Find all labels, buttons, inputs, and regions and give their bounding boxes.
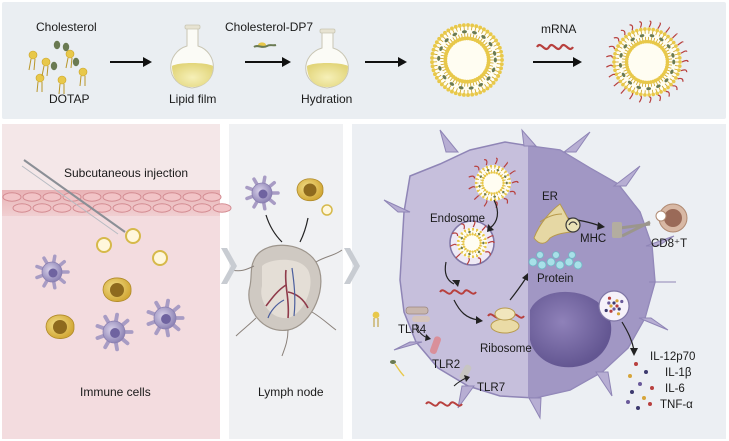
- ribosome-label: Ribosome: [480, 343, 532, 355]
- liposome-icon: [430, 23, 504, 97]
- process-arrow-icon: [245, 57, 291, 67]
- cytokine-label: TNF-α: [660, 399, 693, 411]
- cd8-t-cell-icon: [655, 203, 688, 233]
- panel-chevron-icon: [221, 248, 360, 284]
- lipid-molecules-icon: [28, 40, 88, 95]
- lipid-film-label: Lipid film: [169, 92, 217, 106]
- process-arrow-icon: [110, 57, 152, 67]
- mhc-label: MHC: [580, 233, 607, 245]
- uptake-arrow-icon: [265, 214, 309, 243]
- tlr-ligand-icon: [372, 311, 405, 377]
- liposome-icon: [449, 220, 495, 265]
- nanoparticle-icon: [96, 228, 168, 266]
- immune-cells-icon: [245, 175, 333, 216]
- subcutaneous-injection-label: Subcutaneous injection: [64, 166, 189, 180]
- process-arrow-icon: [533, 57, 582, 67]
- tlr7-label: TLR7: [477, 382, 506, 394]
- protein-label: Protein: [537, 273, 574, 285]
- cd8-t-label: CD8⁺T: [651, 238, 688, 250]
- process-arrow-icon: [365, 57, 407, 67]
- tlr4-label: TLR4: [398, 324, 427, 336]
- endosome-label: Endosome: [430, 213, 485, 225]
- cytokine-label: IL-6: [665, 383, 685, 395]
- cholesterol-label: Cholesterol: [36, 20, 97, 34]
- protein-icon: [528, 251, 583, 270]
- dp7-molecule-icon: [253, 42, 277, 48]
- mrna-strand-icon: [536, 43, 574, 51]
- immune-cells-label: Immune cells: [80, 385, 151, 399]
- cytokine-label: IL-12p70: [650, 351, 696, 363]
- syringe-needle-icon: [21, 159, 126, 235]
- immune-cells-icon: [35, 254, 185, 352]
- dotap-label: DOTAP: [49, 92, 90, 106]
- hydration-label: Hydration: [301, 92, 353, 106]
- flask-icon: [170, 24, 214, 89]
- mrna-label: mRNA: [541, 22, 577, 36]
- er-label: ER: [542, 191, 558, 203]
- ribosome-icon: [490, 307, 520, 334]
- cytokine-vesicle-icon: [598, 290, 630, 322]
- lymph-node-label: Lymph node: [258, 385, 324, 399]
- tlr2-label: TLR2: [432, 359, 461, 371]
- flask-icon: [305, 28, 349, 89]
- cytokine-dots-icon: [626, 362, 654, 410]
- lymph-node-icon: [231, 244, 343, 357]
- pathway-arrow-icon: [444, 199, 638, 356]
- cytokine-label: IL-1β: [665, 367, 692, 379]
- liposome-icon: [468, 157, 519, 209]
- dendritic-cell-icon: [383, 128, 676, 420]
- tlr-receptor-icon: [405, 306, 472, 387]
- mrna-lipoplex-icon: [606, 20, 689, 104]
- cholesterol-dp7-label: Cholesterol-DP7: [225, 20, 314, 34]
- mhc-icon: [565, 217, 651, 238]
- formulation-panel: [2, 2, 726, 119]
